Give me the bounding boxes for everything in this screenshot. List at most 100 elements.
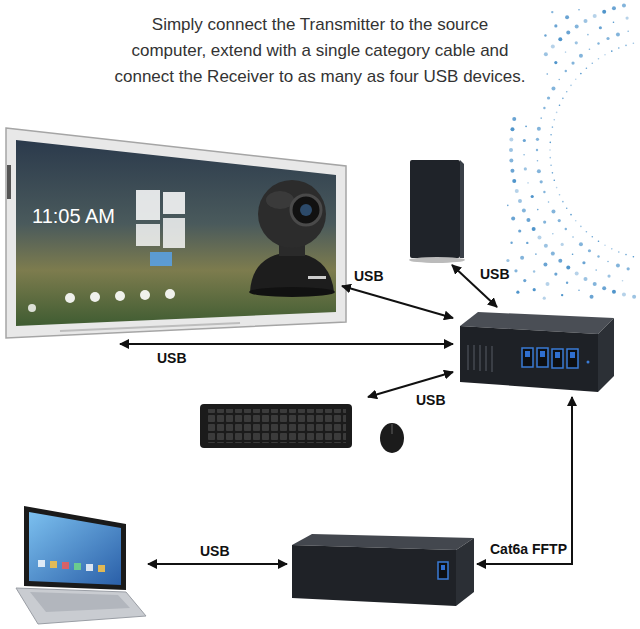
globe-dots-part <box>547 96 550 99</box>
transmitter-illustration-part <box>292 545 456 606</box>
laptop-illustration-part <box>86 564 93 571</box>
globe-dots-part <box>618 47 620 49</box>
usb-connector <box>120 343 453 345</box>
display-illustration-part <box>6 128 346 338</box>
camera-illustration-part <box>300 204 312 216</box>
globe-dots-part <box>565 15 569 19</box>
display-illustration-part <box>163 218 185 248</box>
globe-dots-part <box>575 41 578 44</box>
storage-illustration-part <box>460 160 464 258</box>
receiver-illustration-part <box>473 345 475 370</box>
globe-dots-part <box>571 61 574 64</box>
globe-dots-part <box>593 282 597 286</box>
receiver-illustration-part <box>491 346 493 372</box>
globe-dots-part <box>589 48 591 50</box>
display-illustration-part <box>165 289 175 299</box>
globe-dots-part <box>537 127 541 131</box>
globe-dots-part <box>536 149 538 151</box>
globe-dots-part <box>611 248 613 250</box>
keyboard-illustration-part <box>391 424 393 434</box>
keyboard-illustration-part <box>380 423 404 453</box>
globe-dots-part <box>575 220 577 222</box>
display-illustration-part <box>60 323 240 331</box>
globe-dots-part <box>558 37 562 41</box>
storage-illustration-part <box>409 257 465 263</box>
globe-dots-part <box>551 210 555 214</box>
receiver-illustration-part <box>485 346 487 371</box>
globe-dots-part <box>523 139 526 142</box>
globe-dots-part <box>551 11 553 13</box>
globe-dots-part <box>597 42 599 44</box>
display-illustration <box>6 128 346 338</box>
edge-label: USB <box>414 392 448 408</box>
globe-dots-part <box>591 63 593 65</box>
globe-dots-part <box>537 236 541 240</box>
globe-dots <box>504 3 636 299</box>
globe-dots-part <box>633 256 635 258</box>
edge-label: USB <box>198 543 232 559</box>
edge-label: USB <box>155 350 189 366</box>
display-illustration-part <box>136 190 160 220</box>
globe-dots-part <box>559 104 561 106</box>
globe-dots-part <box>613 21 615 23</box>
globe-dots-part <box>554 24 557 27</box>
globe-dots-part <box>625 254 627 256</box>
globe-dots-part <box>562 98 564 100</box>
globe-dots-part <box>622 293 626 297</box>
camera-illustration-part <box>258 180 326 248</box>
globe-dots-part <box>607 274 610 277</box>
globe-dots-part <box>525 126 527 128</box>
globe-dots-part <box>591 236 593 238</box>
receiver-illustration <box>460 312 614 392</box>
globe-dots-part <box>518 199 522 203</box>
globe-dots-part <box>544 244 548 248</box>
globe-dots-part <box>520 256 524 260</box>
globe-dots-part <box>509 158 513 162</box>
globe-dots-part <box>510 242 512 244</box>
laptop-illustration-part <box>16 588 146 624</box>
globe-dots-part <box>586 67 588 69</box>
globe-dots-part <box>537 160 539 162</box>
globe-dots-part <box>593 14 597 18</box>
camera-illustration <box>249 180 335 297</box>
transmitter-unit <box>290 532 474 607</box>
display-illustration-part <box>150 252 172 266</box>
globe-dots-part <box>533 288 536 291</box>
display-illustration-part <box>163 192 185 214</box>
globe-dots-part <box>511 216 515 220</box>
globe-dots-part <box>553 180 555 182</box>
globe-dots-part <box>565 228 567 230</box>
globe-dots-part <box>598 240 600 242</box>
screen-clock: 11:05 AM <box>32 205 115 228</box>
globe-dots-part <box>553 119 555 121</box>
display-illustration-part <box>90 292 100 302</box>
keyboard-mouse <box>198 400 410 456</box>
globe-dots-part <box>582 261 585 264</box>
globe-dots-part <box>551 252 555 256</box>
receiver-illustration-part <box>552 349 563 368</box>
transmitter-illustration-part <box>438 562 448 579</box>
receiver-illustration-part <box>598 318 614 392</box>
globe-dots-part <box>587 34 589 36</box>
globe-dots-part <box>566 91 568 93</box>
globe-dots-part <box>558 79 560 81</box>
storage-illustration <box>409 160 465 263</box>
globe-dots-part <box>627 30 629 32</box>
globe-dots-part <box>543 263 547 267</box>
laptop-illustration-part <box>30 592 130 612</box>
receiver-illustration-part <box>467 345 469 370</box>
usb-connector <box>342 286 453 318</box>
globe-dots-part <box>509 148 513 152</box>
globe-dots-part <box>578 9 580 11</box>
receiver-illustration-part <box>525 351 530 357</box>
camera-illustration-part <box>308 276 326 279</box>
globe-dots-part <box>524 167 527 170</box>
globe-dots-part <box>606 37 609 40</box>
globe-dots-part <box>566 265 570 269</box>
globe-dots-part <box>566 31 570 35</box>
usb-connector <box>148 563 287 565</box>
globe-dots-part <box>566 282 568 284</box>
globe-dots-part <box>607 261 609 263</box>
globe-dots-part <box>566 207 568 209</box>
